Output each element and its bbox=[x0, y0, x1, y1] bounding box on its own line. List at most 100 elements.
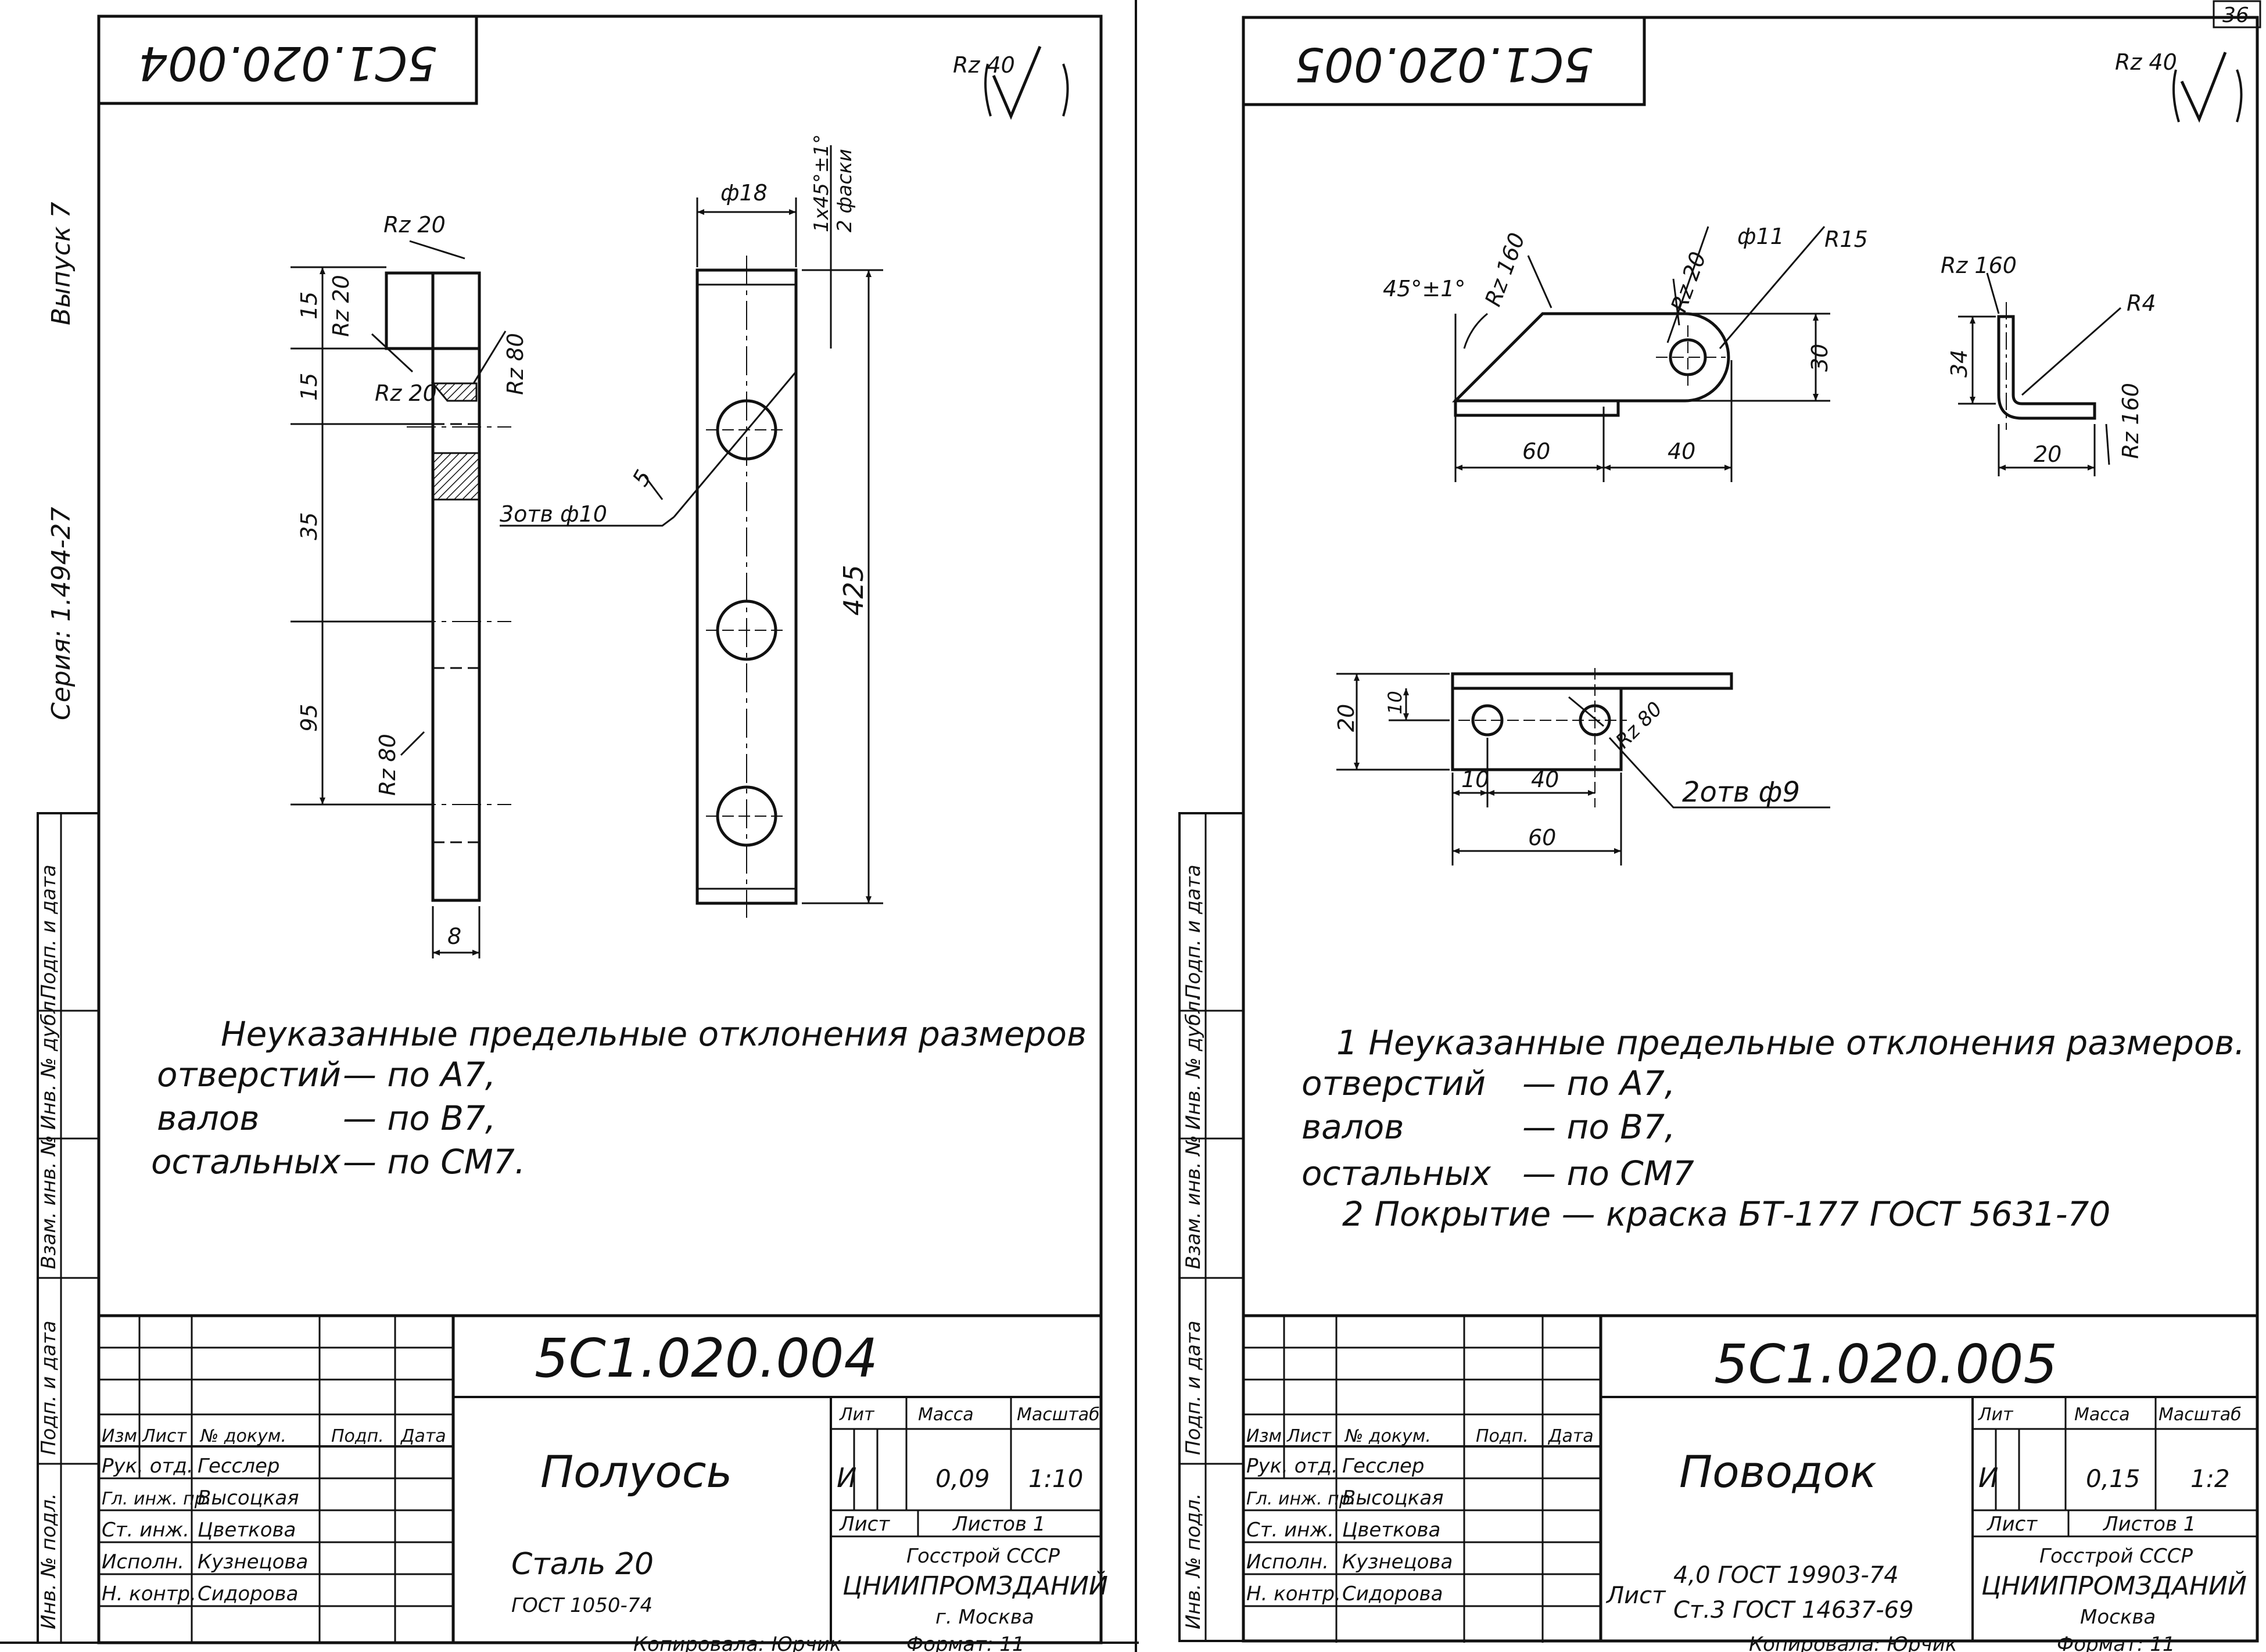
left-sheet-drawing-dims-d95-text: 95 bbox=[296, 704, 322, 732]
left-sheet-margin-labels-box3-text: Взам. инв. № bbox=[37, 1135, 60, 1269]
left-part-side-view bbox=[385, 271, 511, 902]
right-sheet-roughness-corner-text: Rz 40 bbox=[2115, 49, 2177, 75]
left-roughness-corner: Rz 40 bbox=[953, 52, 1015, 78]
right-sheet-notes-l4-text: 2 Покрытие — краска БТ-177 ГОСТ 5631-70 bbox=[1342, 1194, 2110, 1234]
right-sheet-title-block-r2-role-text: Гл. инж. пр. bbox=[1246, 1489, 1356, 1509]
right-sheet-drawing-dims-rz160-a-text: Rz 160 bbox=[1480, 229, 1530, 310]
left-sheet-title-block-hdr-izm-text: Изм bbox=[102, 1426, 137, 1446]
left-sheet-notes-l2-a-text: валов bbox=[157, 1098, 259, 1138]
right-sheet-drawing-dims-rz80-text: Rz 80 bbox=[1611, 698, 1667, 753]
left-sheet-margin-labels-box5-text: Инв. № подл. bbox=[37, 1493, 60, 1629]
left-sheet-title-block-r5-role-text: Н. контр. bbox=[102, 1582, 196, 1606]
right-sheet-title-block-r5-name-text: Сидорова bbox=[1342, 1582, 1443, 1606]
right-sheet-drawing-dims-angle-text: 45°±1° bbox=[1383, 276, 1465, 301]
left-sheet-title-block-r4-role-text: Исполн. bbox=[102, 1550, 184, 1574]
left-frame bbox=[97, 15, 1103, 1644]
right-title-texts: Изм Лист № докум. Подп. Дата Рук. отд. Г… bbox=[1246, 1333, 2247, 1629]
right-sheet-margin-labels-box3-text: Взам. инв. № bbox=[1182, 1135, 1205, 1269]
roughness-check-icon bbox=[992, 46, 1042, 120]
left-notes: Неуказанные предельные отклонения размер… bbox=[151, 1014, 1087, 1181]
left-sheet-title-block-org-3-text: г. Москва bbox=[935, 1606, 1034, 1629]
right-sheet-drawing-dims-d60-text: 60 bbox=[1522, 439, 1550, 464]
left-sheet-title-block-hdr-sign-text: Подп. bbox=[331, 1426, 384, 1446]
left-sheet-notes-title-text: Неуказанные предельные отклонения размер… bbox=[221, 1014, 1087, 1054]
left-sheet-title-block-org-1-text: Госстрой СССР bbox=[906, 1545, 1060, 1568]
left-sheet-title-block-col-mass-text: Масса bbox=[918, 1405, 974, 1425]
right-sheet-title-block-r4-role-text: Исполн. bbox=[1246, 1550, 1329, 1574]
right-sheet-drawing-dims-p10v-text: 10 bbox=[1384, 691, 1406, 714]
right-sheet-notes-l3-a-text: остальных bbox=[1301, 1154, 1491, 1193]
left-sheet-notes-l2-b-text: — по В7, bbox=[343, 1098, 496, 1138]
left-sheet-title-block-mass-text: 0,09 bbox=[935, 1464, 990, 1493]
left-part-name: Полуось bbox=[540, 1446, 732, 1497]
right-sheet-margin-labels-box1-text: Подп. и дата bbox=[1182, 864, 1205, 999]
right-sheet-title-block-col-scale-text: Масштаб bbox=[2159, 1405, 2242, 1425]
right-part-side-view bbox=[1997, 302, 2096, 430]
right-notes: 1 Неуказанные предельные отклонения разм… bbox=[1301, 1023, 2245, 1234]
right-sheet-title-block-org-2-text: ЦНИИПРОМЗДАНИЙ bbox=[1981, 1570, 2247, 1601]
right-sheet-margin-labels-box2-text: Инв. № дубл. bbox=[1182, 994, 1205, 1130]
left-sheet-drawing-dims-rz20-top-text: Rz 20 bbox=[383, 212, 446, 238]
right-sheet-drawing-dims-rz20-text: Rz 20 bbox=[1666, 249, 1711, 315]
right-sheet-title-block-col-lit-text: Лит bbox=[1978, 1405, 2014, 1425]
right-sheet-drawing-dims-r15-text: R15 bbox=[1824, 227, 1868, 252]
left-sheet-footer-format-text: Формат: 11 bbox=[906, 1633, 1024, 1652]
right-sheet-title-block-r4-name-text: Кузнецова bbox=[1342, 1550, 1453, 1574]
left-sheet-drawing-dims-rz80-side-text: Rz 80 bbox=[503, 333, 528, 395]
right-sheet-title-block-r5-role-text: Н. контр. bbox=[1246, 1582, 1341, 1606]
right-sheet-drawing-dims-holes-text: 2отв ф9 bbox=[1682, 776, 1800, 809]
left-sheet-title-block-sheets-text: Листов 1 bbox=[952, 1513, 1045, 1536]
left-sheet-title-block-col-lit-text: Лит bbox=[839, 1405, 875, 1425]
left-sheet-margin-labels-box2-text: Инв. № дубл. bbox=[37, 994, 60, 1130]
right-sheet-title-block-hdr-date-text: Дата bbox=[1547, 1426, 1594, 1446]
left-sheet-title-block-hdr-doc-text: № докум. bbox=[199, 1426, 286, 1446]
right-sheet-title-block-org-3-text: Москва bbox=[2080, 1606, 2156, 1629]
right-sheet-title-block-r1-name-text: Гесслер bbox=[1342, 1455, 1424, 1478]
right-sheet-title-block-col-mass-text: Масса bbox=[2074, 1405, 2130, 1425]
left-sheet: 5С1.020.004 Rz 40 Выпуск 7 Серия: 1.494-… bbox=[0, 0, 1139, 1652]
right-sheet-drawing-dims-d30-text: 30 bbox=[1807, 344, 1833, 372]
left-sheet-drawing-dims-chamfer-1-text: 1х45°±1° bbox=[810, 134, 833, 232]
left-sheet-title-block-org-2-text: ЦНИИПРОМЗДАНИЙ bbox=[842, 1570, 1108, 1601]
left-margin-release: Выпуск 7 bbox=[46, 202, 76, 325]
right-sheet-title-block-sheets-text: Листов 1 bbox=[2102, 1513, 2196, 1536]
right-sheet-drawing-dims-p40-text: 40 bbox=[1531, 767, 1559, 792]
right-page-number: 36 bbox=[2222, 3, 2249, 27]
right-part-name: Поводок bbox=[1679, 1446, 1877, 1497]
right-sheet-title-block-r1-role-text: Рук. отд. bbox=[1246, 1455, 1338, 1478]
left-sheet-drawing-dims-d35-text: 35 bbox=[296, 512, 322, 540]
left-sheet-drawing-dims-rz20-side-text: Rz 20 bbox=[328, 275, 354, 337]
left-sheet-margin-labels-box4-text: Подп. и дата bbox=[37, 1320, 60, 1455]
left-sheet-title-block-scale-text: 1:10 bbox=[1028, 1464, 1083, 1493]
left-title-texts: Изм Лист № докум. Подп. Дата Рук. отд. Г… bbox=[102, 1327, 1108, 1629]
left-title-code: 5С1.020.004 bbox=[535, 1327, 878, 1389]
right-sheet-notes-l3-b-text: — по СМ7 bbox=[1522, 1154, 1694, 1193]
left-sheet-drawing-dims-d15-text: 15 bbox=[296, 292, 322, 319]
left-sheet-title-block-r2-name-text: Высоцкая bbox=[198, 1486, 299, 1510]
left-sheet-drawing-dims-rz80-low-text: Rz 80 bbox=[375, 734, 400, 796]
right-sheet-notes-title-text: 1 Неуказанные предельные отклонения разм… bbox=[1336, 1023, 2245, 1062]
left-sheet-title-block-r1-role-text: Рук. отд. bbox=[102, 1455, 193, 1478]
left-designation-rotated: 5С1.020.004 bbox=[138, 36, 437, 90]
left-sheet-notes-l1-b-text: — по А7, bbox=[343, 1055, 496, 1094]
right-sheet-title-block-mass-text: 0,15 bbox=[2086, 1464, 2140, 1493]
right-part-plan-view bbox=[1451, 668, 1733, 807]
left-part-front-view bbox=[695, 256, 798, 918]
right-margin-stamp: Подп. и дата Инв. № дубл. Взам. инв. № П… bbox=[1178, 812, 1245, 1642]
right-sheet-title-block-hdr-list-text: Лист bbox=[1286, 1426, 1332, 1446]
right-title-block bbox=[1243, 1314, 2257, 1643]
left-sheet-title-block-r4-name-text: Кузнецова bbox=[198, 1550, 308, 1574]
right-sheet-title-block-org-1-text: Госстрой СССР bbox=[2039, 1545, 2193, 1568]
right-title-code: 5С1.020.005 bbox=[1714, 1333, 2057, 1395]
left-sheet-title-block-r1-name-text: Гесслер bbox=[198, 1455, 279, 1478]
left-sheet-notes-l1-a-text: отверстий bbox=[157, 1055, 341, 1094]
left-sheet-title-block-sheet-text: Лист bbox=[838, 1513, 890, 1536]
right-sheet-title-block-r3-name-text: Цветкова bbox=[1342, 1518, 1440, 1542]
right-sheet-drawing-dims-rz160-b-text: Rz 160 bbox=[1941, 253, 2017, 278]
left-sheet-title-block-hdr-date-text: Дата bbox=[400, 1426, 446, 1446]
right-sheet-notes-l2-b-text: — по В7, bbox=[1522, 1107, 1675, 1147]
right-sheet-title-block-material-1-text: 4,0 ГОСТ 19903-74 bbox=[1673, 1562, 1899, 1589]
right-sheet-title-block-sheet-text: Лист bbox=[1986, 1513, 2038, 1536]
right-sheet-title-block-hdr-sign-text: Подп. bbox=[1476, 1426, 1529, 1446]
